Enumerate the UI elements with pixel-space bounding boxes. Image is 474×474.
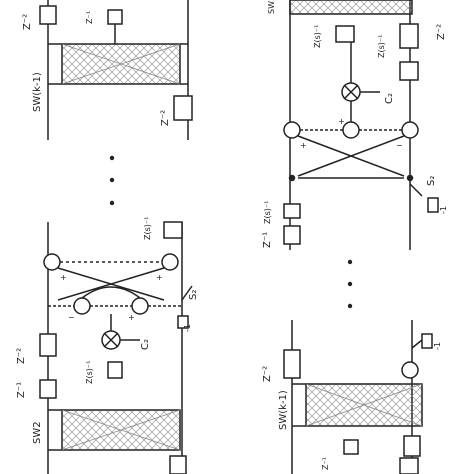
left-s-label: S₂ [188, 290, 199, 300]
left-delay-small [107, 9, 123, 25]
right-z-top-label: Z⁻² [436, 24, 447, 40]
left-z-top-label: Z⁻² [22, 14, 33, 30]
left-zh-top-label: Z(s)⁻¹ [143, 217, 152, 240]
left-delay-bottom [169, 455, 187, 474]
left-ellipsis-dot-3 [109, 200, 115, 206]
right-zh3-block [283, 203, 301, 219]
left-delay-mid [173, 95, 193, 121]
right-zh-label: Z(s)⁻¹ [313, 25, 322, 48]
left-switch-contact [177, 315, 189, 329]
left-z-small-label: Z⁻¹ [85, 11, 94, 24]
left-zh-mid-label: Z(s)⁻¹ [85, 361, 94, 384]
left-ellipsis-dot-1 [109, 155, 115, 161]
left-plus-3: + [128, 313, 135, 322]
left-delay-top [39, 5, 57, 25]
right-sum-1 [283, 121, 301, 139]
left-sw-bottom-label: SW2 [32, 421, 43, 444]
left-delay-lower [39, 333, 57, 357]
right-plus-2: + [338, 117, 345, 126]
left-c-label: C₂ [140, 339, 151, 350]
left-switch-top-diag2 [61, 43, 181, 85]
right-switch-s2 [409, 183, 423, 197]
left-sum-1 [43, 253, 61, 271]
right-zh2-block [399, 61, 419, 81]
right-ellipsis-dot-1 [347, 259, 353, 265]
right-delay-lower [283, 349, 301, 379]
left-plus-2: + [156, 273, 163, 282]
left-sw-top-label: SW(k-1) [32, 72, 43, 112]
left-minus-one: -1 [183, 324, 192, 332]
right-delay-left [283, 225, 301, 245]
right-delay-top [399, 23, 419, 49]
right-zh3-label: Z(s)⁻¹ [263, 201, 272, 224]
left-column [39, 0, 193, 474]
left-labels: Z⁻² Z⁻¹ SW(k-1) Z⁻² Z(s)⁻¹ S₂ C₂ -1 Z⁻² … [16, 11, 199, 444]
right-plus-1: + [300, 141, 307, 150]
right-zh2-label: Z(s)⁻¹ [377, 35, 386, 58]
right-s-label: S₂ [426, 176, 437, 186]
right-column [283, 0, 439, 474]
right-sum-2 [342, 121, 360, 139]
right-z-bottom-label: Z⁻² [262, 366, 273, 382]
right-minus-one-lower: -1 [433, 342, 442, 350]
right-ellipsis-dot-3 [347, 303, 353, 309]
left-zs-block-lower [107, 361, 123, 379]
right-contact-lower [421, 333, 433, 349]
right-ellipsis-dot-2 [347, 281, 353, 287]
right-minus-1: − [396, 141, 403, 150]
right-minus-one: -1 [439, 206, 448, 214]
left-ellipsis-dot-2 [109, 177, 115, 183]
left-sum-3 [73, 297, 91, 315]
left-z-mid-label: Z⁻² [160, 110, 171, 126]
left-minus-1: − [68, 313, 75, 322]
right-switch-lower [411, 339, 423, 349]
left-plus-1: + [60, 273, 67, 282]
left-cross-2 [57, 267, 165, 301]
right-zh-block [335, 25, 355, 43]
right-sum-3 [401, 121, 419, 139]
right-multiplier-x2 [343, 84, 359, 100]
right-z-bottom2-label: Z⁻¹ [321, 457, 330, 470]
right-switch-top [289, 0, 413, 15]
left-zs-block-top [163, 221, 183, 239]
left-switch-bottom-diag2 [61, 409, 181, 451]
right-node-2 [406, 174, 414, 182]
right-node-1 [288, 174, 296, 182]
left-switch-s2 [181, 285, 193, 301]
right-switch-bottom-diag2 [305, 383, 423, 427]
right-z-left-label: Z⁻¹ [262, 232, 273, 248]
right-delay-bottom2 [399, 457, 419, 474]
right-sum-lower [401, 361, 419, 379]
right-sw-label: SW(k-1) [278, 390, 289, 430]
left-z-lower-label: Z⁻² [16, 348, 27, 364]
right-switch-contact [427, 197, 439, 213]
right-c-label: C₂ [384, 93, 395, 104]
left-sum-2 [161, 253, 179, 271]
left-multiplier-x2 [103, 332, 119, 348]
left-delay-lower2 [39, 379, 57, 399]
right-cross-2 [297, 135, 405, 177]
right-delay-bottom [403, 435, 421, 457]
left-arc [81, 286, 141, 299]
left-z-lower2-label: Z⁻¹ [16, 382, 27, 398]
right-labels: SW Z(s)⁻¹ Z(s)⁻¹ Z⁻² C₂ S₂ -1 Z(s)⁻¹ Z⁻¹… [262, 1, 448, 470]
right-sw-top-label: SW [267, 1, 276, 14]
right-zs-block-bottom [343, 439, 359, 455]
left-sum-4 [131, 297, 149, 315]
